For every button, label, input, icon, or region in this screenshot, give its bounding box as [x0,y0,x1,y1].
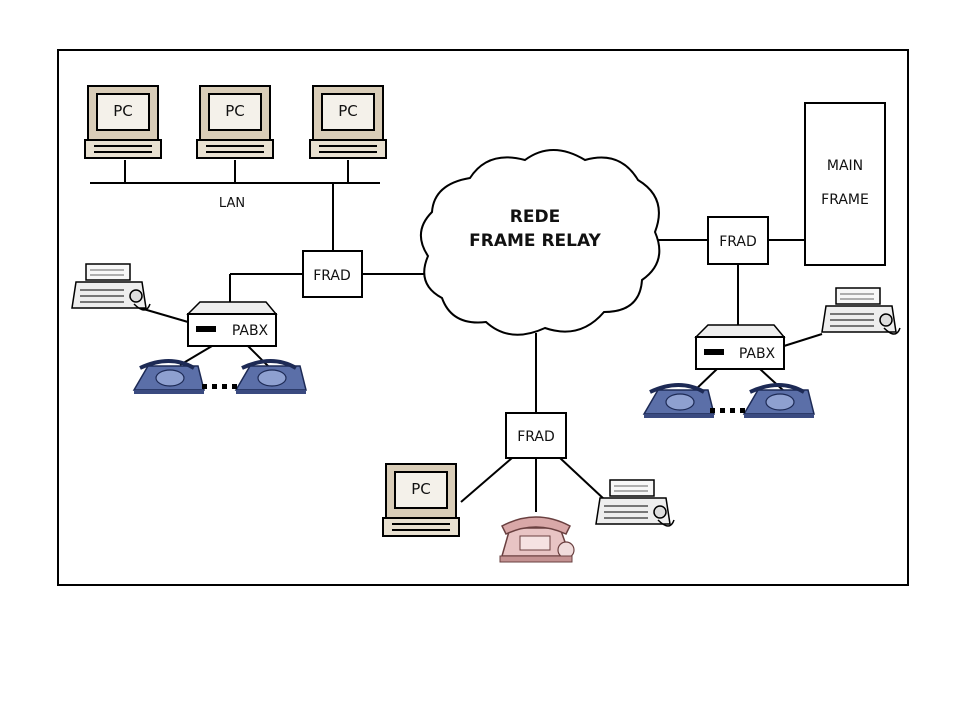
pc-label: PC [411,480,431,498]
pabx-right: PABX [694,324,786,370]
pabx-label: PABX [232,323,269,339]
cloud-title-line1: REDE [510,207,560,227]
ellipsis-dots [710,408,745,413]
frad-right: FRAD [707,216,769,265]
fax-icon [821,287,901,335]
frad-bottom: FRAD [505,412,567,459]
telephone-icon [499,516,575,563]
frame-relay-cloud: REDE FRAME RELAY [420,149,661,336]
pc-label: PC [225,102,245,120]
lan-label: LAN [219,196,245,211]
diagram-frame [57,49,909,586]
frad-left: FRAD [302,250,363,298]
pabx-left: PABX [186,301,278,347]
frad-label: FRAD [719,234,757,250]
phone-icon [742,383,816,420]
phone-icon [642,383,716,420]
pc-icon: PC [309,85,387,159]
cloud-title-line2: FRAME RELAY [469,231,601,251]
phone-icon [234,359,308,396]
pc-label: PC [113,102,133,120]
pc-label: PC [338,102,358,120]
ellipsis-dots [202,384,237,389]
fax-icon [595,479,675,527]
pc-icon: PC [382,463,460,537]
frad-label: FRAD [313,268,351,284]
mainframe-label-line1: MAIN [827,158,863,174]
frad-label: FRAD [517,429,555,445]
pc-icon: PC [196,85,274,159]
fax-icon [71,263,151,311]
pabx-label: PABX [739,346,776,362]
mainframe-label-line2: FRAME [821,192,869,208]
mainframe-box: MAIN FRAME [804,102,886,266]
pc-icon: PC [84,85,162,159]
phone-icon [132,359,206,396]
